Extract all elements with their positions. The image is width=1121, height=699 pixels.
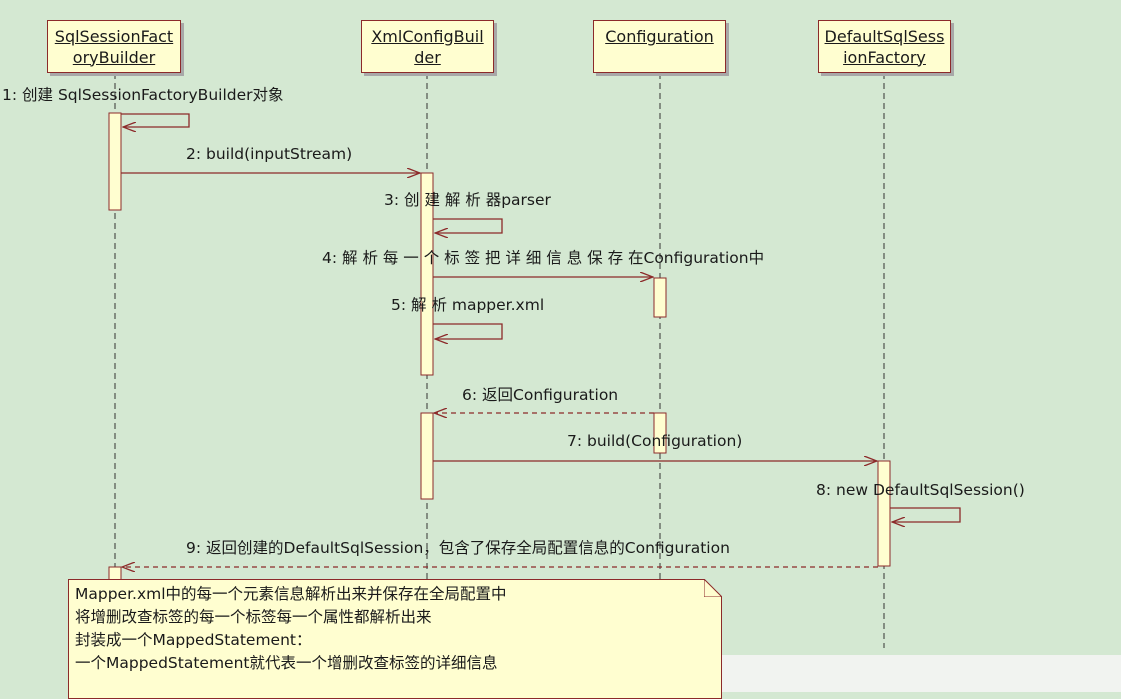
message-4-label: 4: 解 析 每 一 个 标 签 把 详 细 信 息 保 存 在Configur… xyxy=(322,249,765,267)
activation-builder-1 xyxy=(108,112,122,211)
message-8-label: 8: new DefaultSqlSession() xyxy=(816,481,1025,499)
message-7-label: 7: build(Configuration) xyxy=(567,432,743,450)
message-6-label: 6: 返回Configuration xyxy=(462,386,619,404)
object-label: XmlConfigBuilder xyxy=(371,26,484,67)
object-configuration: Configuration xyxy=(593,20,726,73)
object-label: SqlSessionFactoryBuilder xyxy=(54,26,174,67)
activation-xmlconfig-2 xyxy=(420,412,434,500)
message-3-arrow xyxy=(433,218,503,233)
note-box: Mapper.xml中的每一个元素信息解析出来并保存在全局配置中 将增删改查标签… xyxy=(68,579,722,699)
note-line: 将增删改查标签的每一个标签每一个属性都解析出来 xyxy=(75,608,432,626)
activation-configuration-2 xyxy=(653,412,667,454)
object-label: DefaultSqlSessionFactory xyxy=(824,26,945,67)
object-label: Configuration xyxy=(605,27,714,46)
message-9-label: 9: 返回创建的DefaultSqlSession，包含了保存全局配置信息的Co… xyxy=(186,539,730,557)
message-5-arrow xyxy=(433,323,503,339)
message-8-arrow xyxy=(890,507,961,522)
message-3-label: 3: 创 建 解 析 器parser xyxy=(384,191,551,209)
object-xmlconfigbuilder: XmlConfigBuilder xyxy=(361,20,494,73)
activation-configuration-1 xyxy=(653,277,667,318)
note-line: 封装成一个MappedStatement： xyxy=(75,631,312,649)
message-5-label: 5: 解 析 mapper.xml xyxy=(391,296,545,314)
message-1-arrow xyxy=(121,113,190,127)
activation-factory-1 xyxy=(877,460,891,567)
note-line: 一个MappedStatement就代表一个增删改查标签的详细信息 xyxy=(75,654,498,672)
message-2-label: 2: build(inputStream) xyxy=(186,145,353,163)
activation-builder-2 xyxy=(108,566,122,582)
object-defaultsqlsessionfactory: DefaultSqlSessionFactory xyxy=(818,20,951,73)
activation-xmlconfig-1 xyxy=(420,172,434,376)
note-fold-icon xyxy=(704,579,722,597)
object-sqlsessionfactorybuilder: SqlSessionFactoryBuilder xyxy=(47,20,181,73)
message-1-label: 1: 创建 SqlSessionFactoryBuilder对象 xyxy=(2,86,284,104)
note-line: Mapper.xml中的每一个元素信息解析出来并保存在全局配置中 xyxy=(75,585,507,603)
